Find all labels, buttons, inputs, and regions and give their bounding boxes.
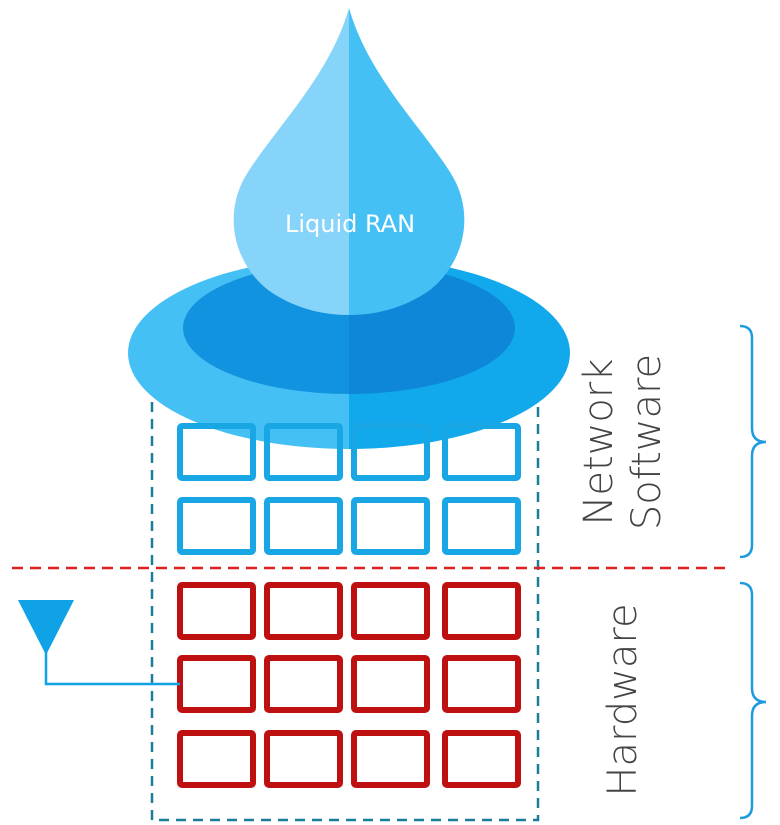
hardware-blocks [177, 582, 521, 788]
network-software-label-line2: Software [624, 354, 670, 530]
hardware-label: Hardware [600, 603, 646, 796]
software-block [177, 423, 256, 481]
drop-right-half [349, 8, 465, 315]
software-block [264, 423, 343, 481]
software-block [442, 423, 521, 481]
hardware-block [442, 730, 521, 788]
drop-label: Liquid RAN [285, 210, 415, 238]
hardware-block [442, 655, 521, 713]
hardware-block [264, 582, 343, 640]
hardware-block [177, 730, 256, 788]
software-block [264, 497, 343, 555]
software-block [442, 497, 521, 555]
software-block [351, 497, 430, 555]
software-block [351, 423, 430, 481]
hardware-block [177, 655, 256, 713]
software-blocks [177, 423, 521, 555]
hardware-block [351, 730, 430, 788]
dashed-frame [150, 383, 540, 822]
drop-left-half [233, 8, 349, 315]
hardware-block [442, 582, 521, 640]
hardware-block [177, 582, 256, 640]
network-software-label-line1: Network [576, 358, 622, 525]
hardware-block [264, 730, 343, 788]
liquid-ran-drop: Liquid RAN [128, 8, 570, 449]
hardware-block [351, 655, 430, 713]
hardware-brace [739, 581, 767, 820]
antenna-icon [18, 600, 180, 686]
software-brace [739, 324, 767, 559]
software-block [177, 497, 256, 555]
hardware-block [264, 655, 343, 713]
hardware-block [351, 582, 430, 640]
